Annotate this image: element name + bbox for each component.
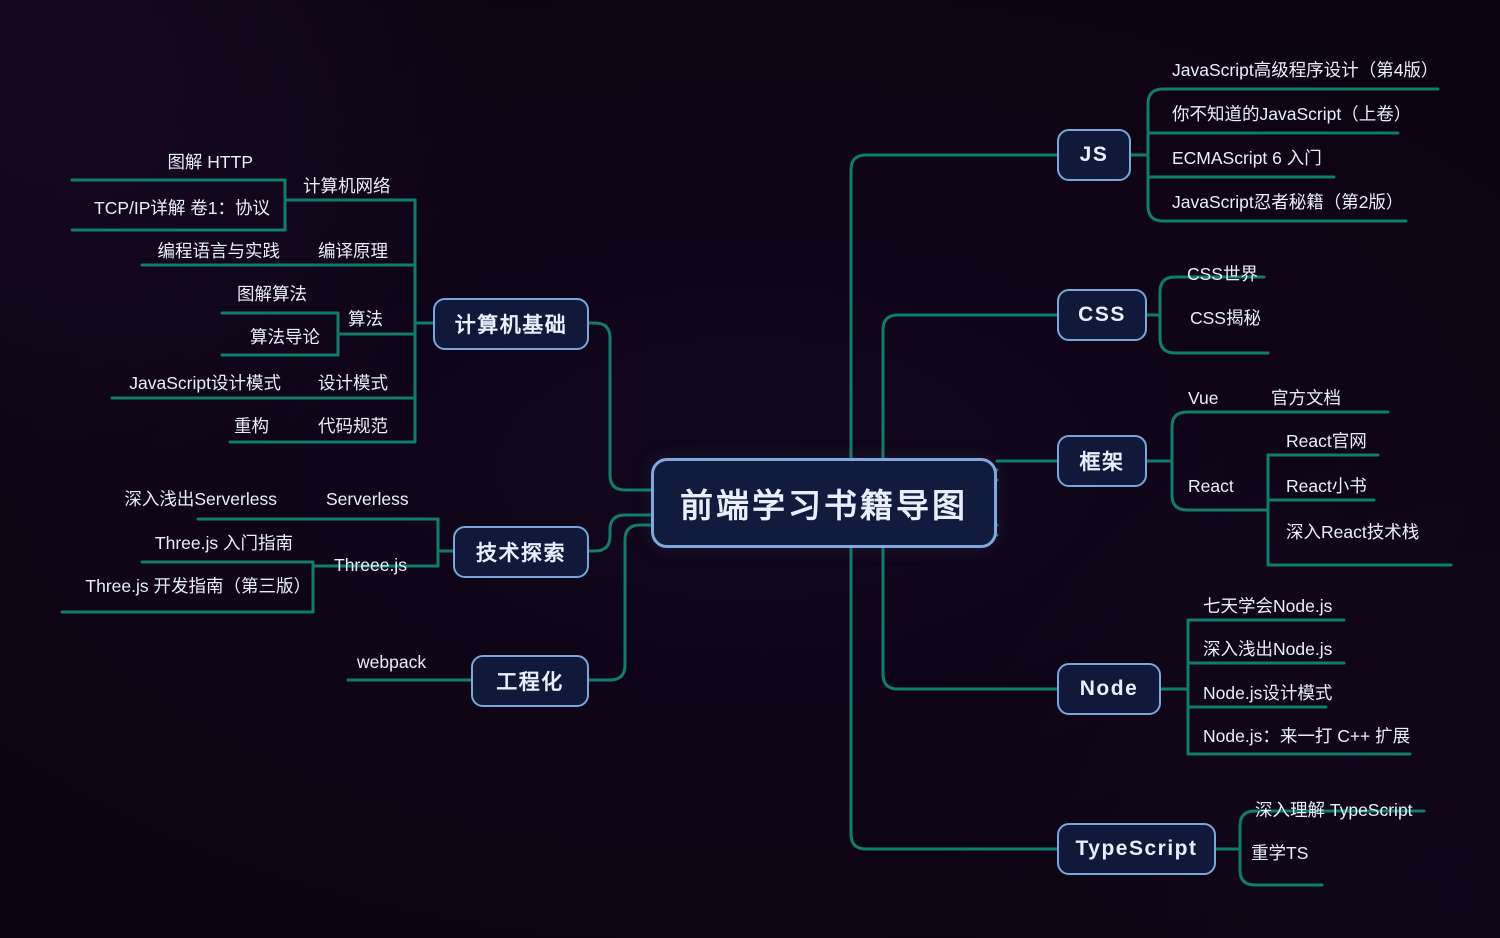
leaf-label-you-dont-know-js[interactable]: 你不知道的JavaScript（上卷） <box>1172 104 1412 124</box>
leaf-label-react-official[interactable]: React官网 <box>1286 431 1367 451</box>
leaf-label-css-world[interactable]: CSS世界 <box>1187 264 1258 284</box>
group-label-threejs[interactable]: Threee.js <box>334 555 407 575</box>
leaf-label-serverless-book[interactable]: 深入浅出Serverless <box>124 489 277 509</box>
leaf-label-tcpip[interactable]: TCP/IP详解 卷1：协议 <box>94 198 270 218</box>
group-label-compiler-principles[interactable]: 编译原理 <box>318 241 388 261</box>
branch-node-js[interactable]: JS <box>1057 129 1131 181</box>
branch-node-engineering[interactable]: 工程化 <box>471 655 589 707</box>
group-label-algorithm[interactable]: 算法 <box>348 309 383 329</box>
leaf-label-css-secrets[interactable]: CSS揭秘 <box>1190 308 1261 328</box>
leaf-label-js-advanced[interactable]: JavaScript高级程序设计（第4版） <box>1172 60 1439 80</box>
group-label-vue[interactable]: Vue <box>1188 388 1219 408</box>
leaf-label-tujie-algorithm[interactable]: 图解算法 <box>237 284 307 304</box>
leaf-label-react-little-book[interactable]: React小书 <box>1286 476 1367 496</box>
leaf-label-tujie-http[interactable]: 图解 HTTP <box>167 152 253 172</box>
leaf-label-node-cpp[interactable]: Node.js：来一打 C++ 扩展 <box>1203 726 1411 746</box>
leaf-label-react-deep-stack[interactable]: 深入React技术栈 <box>1286 522 1420 542</box>
branch-node-css[interactable]: CSS <box>1057 289 1147 341</box>
group-label-code-standard[interactable]: 代码规范 <box>318 416 388 436</box>
group-label-design-pattern[interactable]: 设计模式 <box>318 373 388 393</box>
leaf-label-refactoring[interactable]: 重构 <box>234 416 269 436</box>
leaf-label-programming-language[interactable]: 编程语言与实践 <box>157 241 281 261</box>
leaf-label-js-ninja[interactable]: JavaScript忍者秘籍（第2版） <box>1172 192 1404 212</box>
group-label-webpack[interactable]: webpack <box>357 652 427 672</box>
root-node[interactable]: 前端学习书籍导图 <box>651 458 997 548</box>
leaf-label-threejs-guide[interactable]: Three.js 入门指南 <box>154 533 293 553</box>
leaf-label-node-deep[interactable]: 深入浅出Node.js <box>1203 639 1333 659</box>
branch-node-typescript[interactable]: TypeScript <box>1057 823 1216 875</box>
leaf-label-relearn-ts[interactable]: 重学TS <box>1251 843 1309 863</box>
branch-node-computer-basics[interactable]: 计算机基础 <box>433 298 589 350</box>
leaf-label-node-7days[interactable]: 七天学会Node.js <box>1203 596 1333 616</box>
leaf-label-js-design-patterns[interactable]: JavaScript设计模式 <box>129 373 281 393</box>
leaf-label-official-docs[interactable]: 官方文档 <box>1271 388 1341 408</box>
branch-node-tech-exploration[interactable]: 技术探索 <box>453 526 589 578</box>
leaf-label-threejs-dev-guide[interactable]: Three.js 开发指南（第三版） <box>85 576 311 596</box>
leaf-label-node-design-patterns[interactable]: Node.js设计模式 <box>1203 683 1333 703</box>
branch-node-node[interactable]: Node <box>1057 663 1161 715</box>
leaf-label-es6[interactable]: ECMAScript 6 入门 <box>1172 148 1322 168</box>
leaf-label-algorithm-introduction[interactable]: 算法导论 <box>250 327 320 347</box>
group-label-react[interactable]: React <box>1188 476 1234 496</box>
group-label-computer-network[interactable]: 计算机网络 <box>303 176 391 196</box>
leaf-label-ts-deep[interactable]: 深入理解 TypeScript <box>1255 800 1413 820</box>
branch-node-framework[interactable]: 框架 <box>1057 435 1147 487</box>
group-label-serverless[interactable]: Serverless <box>326 489 409 509</box>
